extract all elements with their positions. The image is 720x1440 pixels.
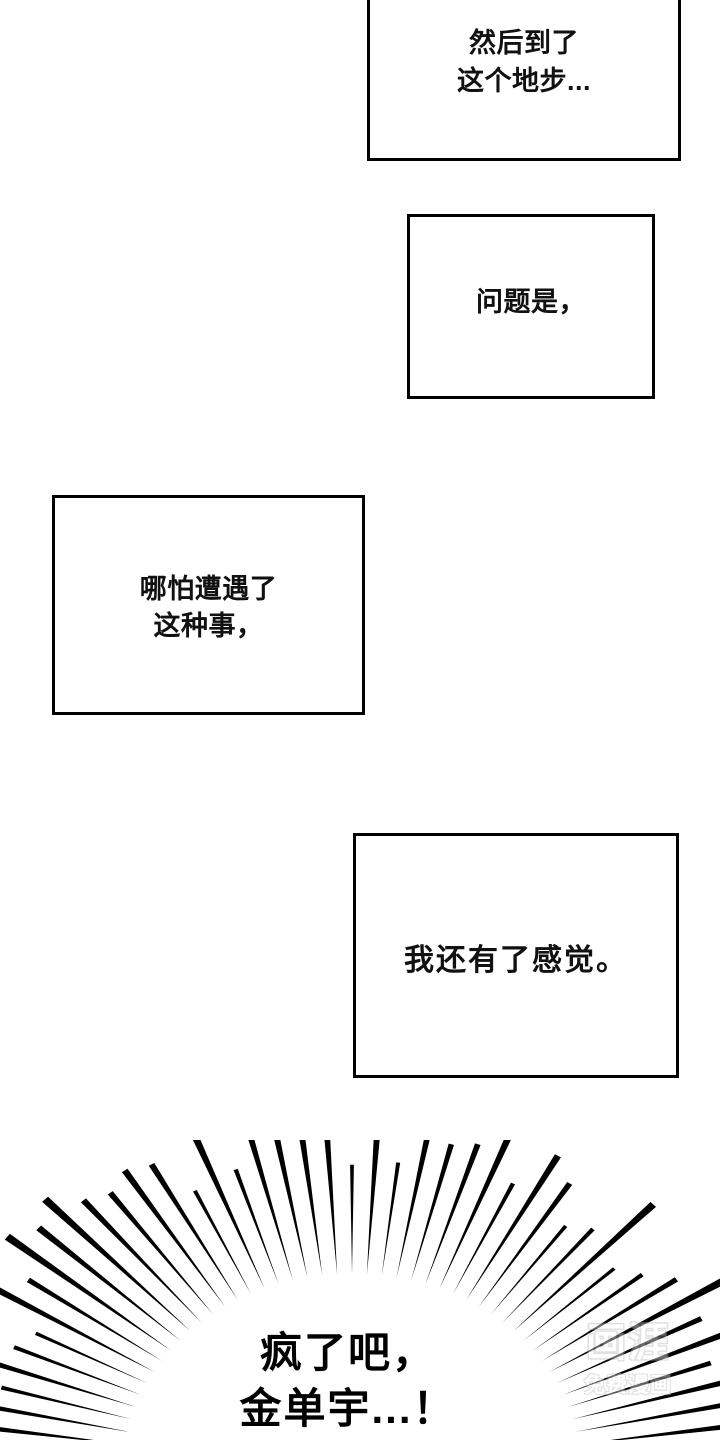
burst-spike [541,1277,679,1362]
narration-text-3: 哪怕遭遇了 这种事， [139,573,278,641]
burst-spike [148,1162,238,1301]
burst-spike [478,1181,573,1308]
burst-spike [523,1267,616,1341]
burst-spike [192,1140,265,1289]
burst-spike [4,1233,172,1351]
narration-text-4: 我还有了感觉。 [404,943,628,977]
burst-spike [107,1191,214,1315]
burst-spike [556,1316,703,1384]
burst-spike [34,1331,148,1384]
burst-spike [532,1272,644,1351]
burst-spike [549,1278,720,1372]
burst-spike [366,1140,380,1275]
burst-spike [0,1427,94,1440]
narration-box-4: 我还有了感觉。 [353,833,679,1078]
burst-spike [36,1225,181,1341]
burst-spike [299,1140,323,1276]
burst-spike [490,1224,568,1315]
burst-spike [0,1385,132,1420]
burst-spike [610,1425,720,1440]
narration-box-3: 哪怕遭遇了 这种事， [52,495,365,715]
burst-spike [513,1201,657,1332]
burst-spike [26,1277,163,1362]
burst-spike [425,1143,481,1285]
burst-spike [350,1164,354,1274]
burst-spike [193,1189,252,1295]
burst-spike [466,1154,561,1301]
radial-burst-effect [0,1140,720,1440]
narration-box-1: 然后到了 这个地步... [367,0,681,161]
burst-spike [439,1140,511,1289]
shout-text: 疯了吧， 金单宇...！ [239,1329,457,1432]
burst-spike [381,1162,401,1276]
burst-spike [396,1140,430,1278]
burst-spike [42,1196,191,1332]
burst-spike [452,1182,516,1295]
radial-burst-svg [0,1140,720,1440]
burst-spike [572,1380,720,1420]
burst-spike [13,1345,142,1395]
narration-text-1: 然后到了 这个地步... [456,28,591,96]
burst-spike [567,1360,712,1407]
burst-spike [502,1227,595,1323]
narration-box-2: 问题是， [407,214,655,399]
burst-spike [411,1143,454,1281]
narration-text-2: 问题是， [476,286,586,317]
burst-spike [233,1168,279,1285]
burst-spike [121,1168,226,1308]
burst-spike [80,1198,202,1323]
burst-spike [324,1140,338,1275]
